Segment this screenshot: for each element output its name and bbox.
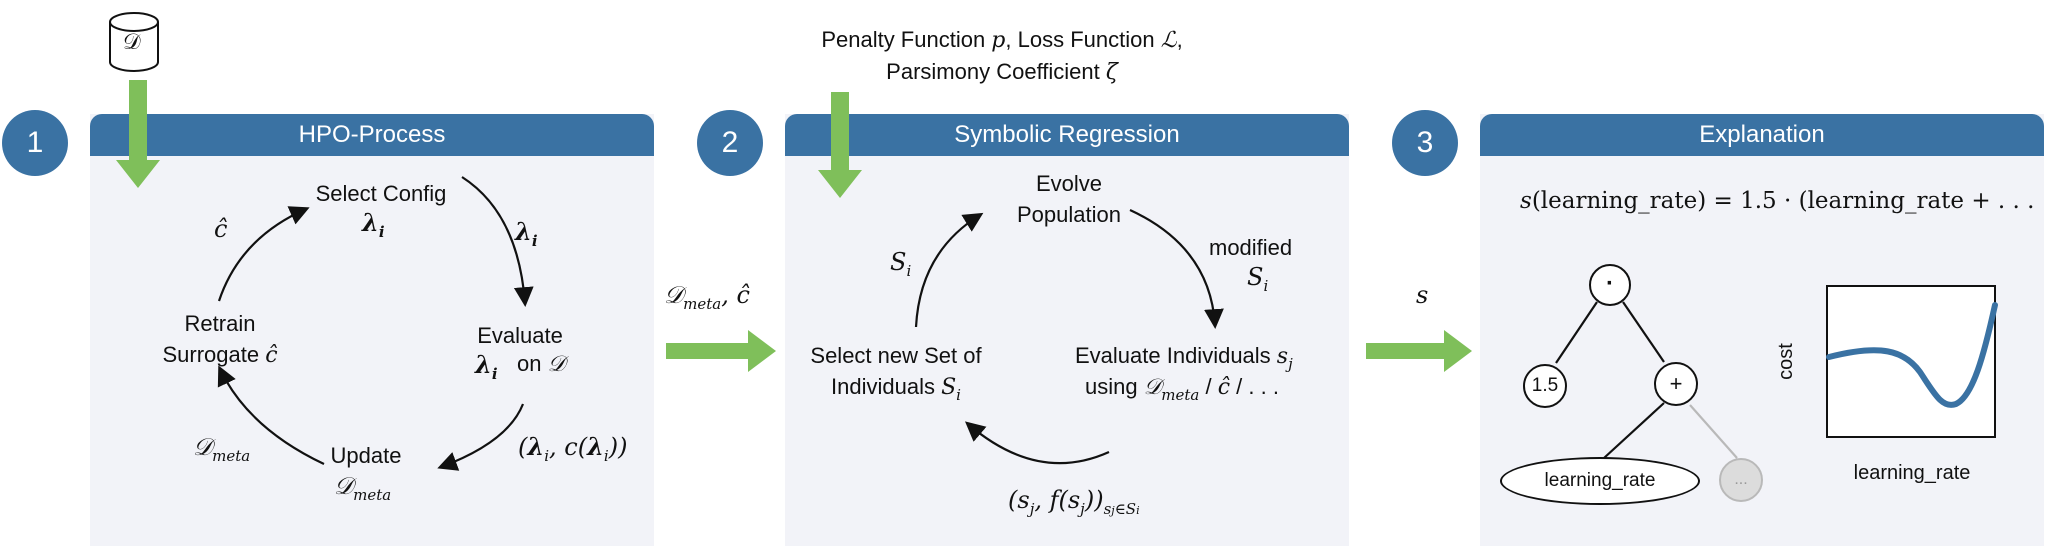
panel-title: HPO-Process: [90, 114, 654, 156]
input-arrow-down-2: [818, 92, 862, 198]
explanation-formula: s(learning_rate) = 1.5 · (learning_rate …: [1520, 188, 2035, 214]
evaluate-individuals-label: Evaluate Individuals sj: [1075, 343, 1293, 373]
expression-tree-edges: [1555, 301, 1738, 459]
plot-y-label: cost: [1774, 343, 1797, 380]
eval-result-pair: (λi, c(λi)): [518, 432, 628, 465]
arrow-hpo-to-sr: [666, 330, 776, 372]
evaluate-label: Evaluate: [477, 323, 563, 348]
panel-hpo-process: HPO-Process: [90, 114, 654, 546]
cost-curve-plot: [1826, 285, 1998, 438]
update-label: Update: [330, 443, 402, 468]
select-config-label: Select Config: [315, 181, 447, 206]
panel-title: Explanation: [1480, 114, 2044, 156]
lambda-i-edge: λi: [515, 217, 538, 250]
s-i-edge: Si: [890, 248, 912, 280]
cost-curve: [1826, 302, 1998, 408]
hpo-cycle-arrows: [217, 176, 534, 471]
lambda-i-select: λi: [362, 208, 385, 241]
step-badge-3: 3: [1392, 110, 1458, 176]
tree-node-placeholder: ...: [1719, 458, 1763, 502]
result-tuple: (sj, f(sj))sj∈Si: [1008, 486, 1140, 518]
dataset-icon-symbol: 𝒟: [123, 30, 141, 55]
plot-x-label: learning_rate: [1853, 462, 1971, 484]
tree-node-multiply: ·: [1589, 264, 1631, 306]
arrow-1-2-label: 𝒟meta, ĉ: [664, 281, 750, 313]
tree-node-constant: 1.5: [1523, 364, 1567, 408]
database-icon: [109, 12, 159, 72]
panel-title: Symbolic Regression: [785, 114, 1349, 156]
s-i-modified: Si: [1247, 263, 1269, 295]
c-hat-edge: ĉ: [214, 215, 228, 243]
modified-label: modified: [1209, 235, 1293, 260]
on-dataset-label: on 𝒟: [517, 351, 566, 377]
sr-cycle-arrows: [914, 209, 1224, 465]
input-arrow-down-1: [116, 80, 160, 188]
arrow-sr-to-explanation: [1366, 330, 1472, 372]
step-badge-2: 2: [697, 110, 763, 176]
d-meta-update: 𝒟meta: [334, 472, 392, 504]
lambda-i-evaluate: λi: [475, 350, 498, 383]
using-dmeta-label: using 𝒟meta / ĉ / . . .: [1085, 374, 1279, 404]
tree-node-plus: +: [1654, 362, 1698, 406]
sr-inputs-label: Penalty Function p, Loss Function ℒ,Pars…: [821, 27, 1183, 85]
panel-symbolic-regression: Symbolic Regression: [785, 114, 1349, 546]
step-badge-1: 1: [2, 110, 68, 176]
tree-node-learning-rate: learning_rate: [1500, 457, 1700, 505]
d-meta-edge: 𝒟meta: [193, 433, 251, 465]
arrow-2-3-label: s: [1416, 281, 1429, 309]
